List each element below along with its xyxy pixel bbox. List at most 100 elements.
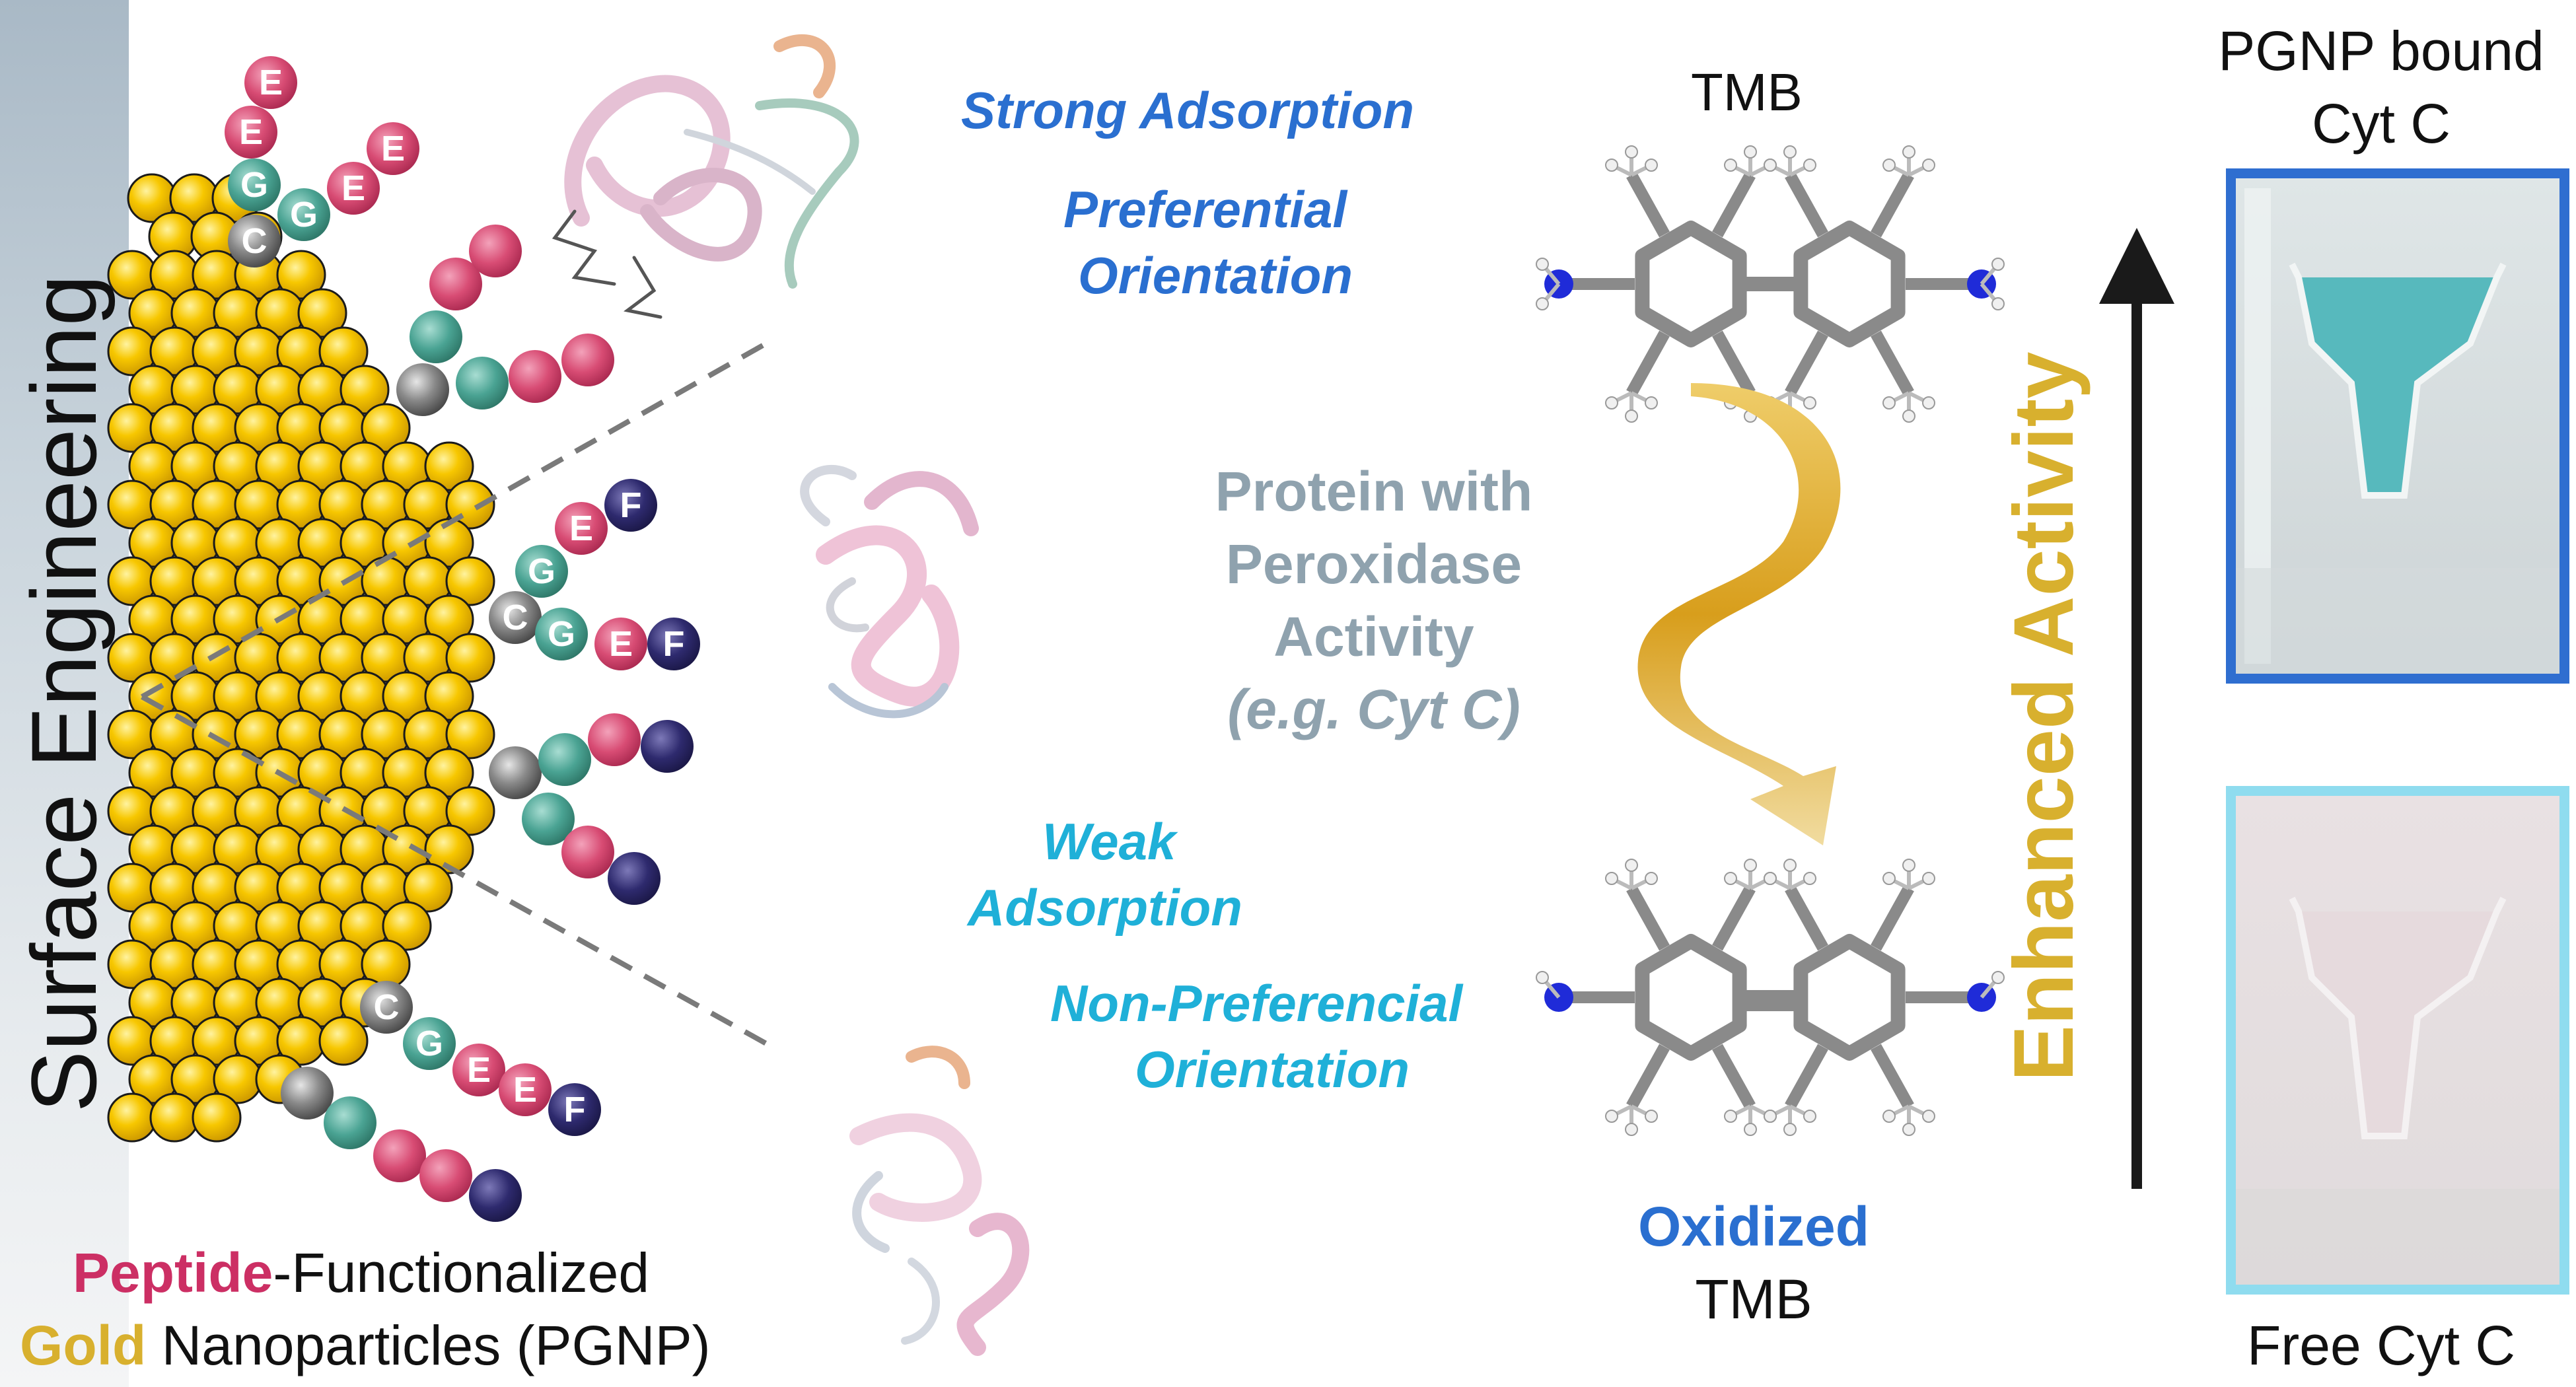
cuvette-free: [2236, 796, 2559, 1285]
gold-atom: [445, 786, 495, 836]
weak-adsorption-label: Adsorption: [968, 878, 1242, 937]
peptide-bead: [509, 350, 561, 403]
protein-bottom-ribbon: [849, 1046, 1030, 1356]
cuvette-bottom-label: Free Cyt C: [2246, 1314, 2516, 1376]
gold-atom: [445, 709, 495, 760]
gold-atom: [403, 863, 453, 913]
residue-letter: E: [609, 624, 633, 664]
cuvette-bottom-frame: [2226, 786, 2569, 1295]
cuvette-top-label-2: Cyt C: [2312, 92, 2451, 155]
residue-bead: [548, 1083, 601, 1136]
residue-bead: [244, 56, 297, 109]
tmb-molecule: [1536, 145, 2005, 423]
residue-letter: G: [548, 614, 575, 654]
gold-atom: [340, 365, 390, 415]
protein-label-line2: Peroxidase: [1225, 533, 1522, 595]
protein-label-line4: (e.g. Cyt C): [1227, 678, 1521, 740]
residue-bead: [604, 479, 657, 532]
residue-letter: G: [528, 551, 555, 591]
residue-letter: F: [663, 624, 685, 664]
peptide-bead: [281, 1067, 334, 1120]
residue-letter: F: [620, 485, 642, 525]
residue-letter: E: [513, 1070, 537, 1110]
non-preferential-orientation-label: Orientation: [1135, 1040, 1410, 1098]
residue-letter: E: [259, 63, 283, 102]
surface-band: [0, 0, 129, 1387]
oxidized-tmb-molecule: [1536, 859, 2005, 1136]
nanoparticles-words: Nanoparticles (PGNP): [146, 1314, 711, 1376]
residue-letter: F: [564, 1090, 586, 1129]
gold-atom: [424, 594, 474, 645]
residue-bead: [367, 122, 419, 175]
gold-atom: [445, 556, 495, 606]
peptide-bead: [396, 363, 449, 416]
residue-letter: G: [415, 1024, 443, 1063]
gold-atom: [276, 250, 326, 300]
preferential-orientation-label: Orientation: [1078, 246, 1353, 304]
oxidized-tmb-label: TMB: [1695, 1268, 1812, 1330]
peptide-bead: [561, 826, 614, 878]
oxidation-arrow: [1637, 383, 1841, 845]
residue-bead: [225, 106, 277, 159]
residue-bead: [499, 1063, 552, 1116]
peptide-bead: [469, 1169, 522, 1222]
residue-letter: C: [503, 598, 528, 637]
residue-letter: E: [239, 112, 263, 152]
pgnp-label-line1: Peptide-Functionalized: [73, 1245, 649, 1300]
non-preferential-label: Non-Preferencial: [1050, 974, 1463, 1032]
functionalized-word: -Functionalized: [273, 1242, 650, 1304]
gold-atom: [424, 748, 474, 798]
peptide-word: Peptide: [73, 1242, 273, 1304]
peptide-bead: [561, 334, 614, 386]
oxidized-label: Oxidized: [1637, 1195, 1870, 1258]
cuvette-top-frame: [2226, 168, 2569, 684]
peptide-bead: [410, 310, 462, 363]
peptide-bead: [489, 746, 542, 799]
enhanced-activity-label: Enhanced Activity: [1997, 351, 2091, 1082]
residue-bead: [452, 1044, 505, 1096]
pgnp-label-line2: Gold Nanoparticles (PGNP): [20, 1318, 711, 1373]
residue-letter: E: [341, 168, 365, 208]
protein-middle-ribbon: [800, 464, 979, 719]
cuvette-pgnp-bound: [2236, 178, 2559, 674]
gold-atom: [318, 1016, 369, 1066]
residue-bead: [535, 608, 588, 660]
peptide-bead: [588, 713, 641, 766]
gold-nanoparticle: [107, 173, 495, 1143]
residue-bead: [515, 545, 568, 598]
weak-label: Weak: [1042, 812, 1176, 871]
gold-atom: [107, 1092, 157, 1143]
peptide-chains: [281, 225, 694, 1222]
peptide-bead: [608, 852, 661, 905]
peptide-bead: [324, 1096, 376, 1149]
gold-atom: [424, 824, 474, 874]
gold-atom: [445, 633, 495, 683]
residue-letter: C: [374, 987, 400, 1027]
residue-bead: [594, 618, 647, 670]
residue-letter: E: [381, 129, 405, 168]
peptide-bead: [419, 1149, 472, 1202]
peptide-bead: [469, 225, 522, 277]
gold-atom: [192, 1092, 242, 1143]
gold-atom: [382, 901, 432, 951]
activity-arrow: [2099, 228, 2174, 1189]
zoom-lines: [141, 341, 768, 1046]
gold-word: Gold: [20, 1314, 147, 1376]
protein-label-line3: Activity: [1273, 606, 1474, 668]
gold-atom: [361, 403, 411, 453]
cuvette-top-label-1: PGNP bound: [2218, 20, 2544, 82]
peptide-bead: [373, 1129, 426, 1182]
protein-top-ribbon: [552, 34, 859, 319]
residue-bead: [647, 618, 700, 670]
residue-bead: [277, 188, 330, 241]
gold-atom: [424, 441, 474, 491]
residue-bead: [228, 159, 281, 211]
gold-atom: [318, 326, 369, 376]
residue-letter: G: [240, 165, 268, 205]
residue-bead: [489, 591, 542, 644]
residue-bead: [327, 162, 380, 215]
residue-letter: E: [569, 509, 593, 548]
strong-adsorption-label: Strong Adsorption: [961, 81, 1415, 139]
